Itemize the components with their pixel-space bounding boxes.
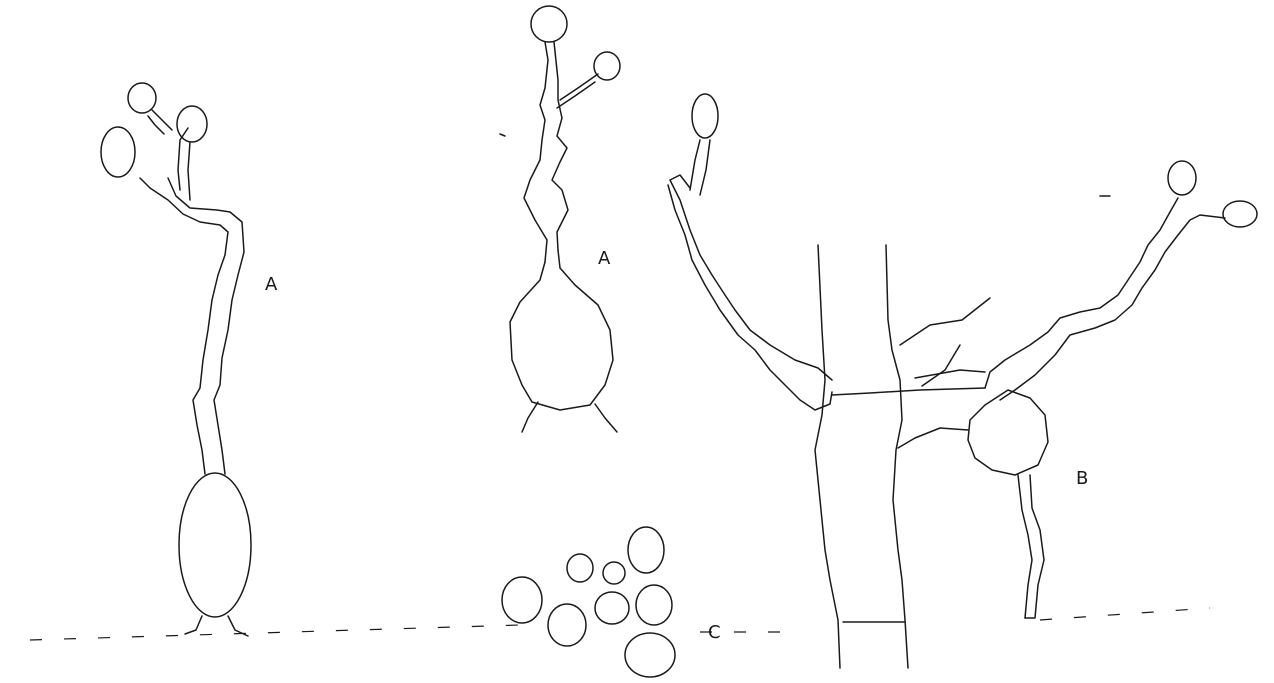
vessel-wall-right	[886, 245, 908, 668]
cluster-c-cell	[567, 554, 593, 582]
cell-b-bulb-3	[1223, 201, 1257, 227]
cluster-c-cell	[502, 577, 542, 623]
cluster-c-cell	[636, 585, 672, 625]
cell-a-middle-body	[510, 250, 613, 410]
label-cell-b: B	[1076, 470, 1088, 488]
cluster-c-cell	[595, 592, 629, 624]
cell-b-right-process	[985, 198, 1178, 388]
label-cluster-c: C	[708, 624, 721, 642]
cell-a-middle	[500, 6, 620, 432]
cluster-c-cell	[548, 604, 586, 646]
cell-b	[668, 94, 1257, 668]
cell-b-left-process	[670, 175, 832, 380]
label-cell-a-left: A	[265, 276, 277, 294]
cell-a-middle-bulb-2	[594, 52, 620, 80]
cell-a-middle-bulb-1	[531, 6, 567, 42]
cell-b-bulb-2	[1168, 161, 1196, 195]
cluster-c-cell	[628, 527, 664, 573]
cell-a-left-bulb-1	[128, 83, 156, 113]
vessel-wall-left	[815, 245, 840, 668]
cluster-c-cell	[625, 633, 675, 677]
cell-a-left-bulb-2	[177, 106, 207, 142]
baseline	[30, 608, 1210, 640]
cluster-c	[502, 527, 675, 677]
cluster-c-cell	[603, 562, 625, 584]
cell-a-left-bulb-3	[101, 127, 135, 177]
cell-b-bulb-1	[692, 94, 718, 138]
cell-a-left-process	[140, 178, 228, 474]
cell-a-left-body	[179, 473, 251, 617]
cell-b-body	[968, 390, 1048, 475]
cell-a-left	[101, 83, 251, 636]
label-cell-a-middle: A	[598, 250, 610, 268]
